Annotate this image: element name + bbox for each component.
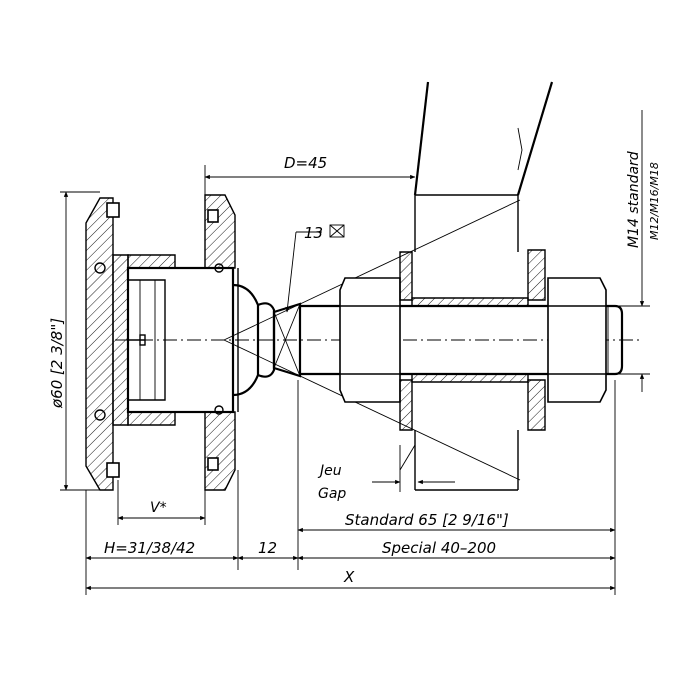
v-dimension (117, 480, 206, 525)
standard-label: Standard 65 [2 9/16"] (345, 511, 509, 529)
h-label: H=31/38/42 (104, 539, 195, 557)
x-label: X (343, 568, 355, 586)
gap-leader (372, 444, 455, 492)
diameter-label: ø60 [2 3/8"] (48, 318, 66, 409)
wrench-leader (285, 224, 345, 313)
h-dimension (85, 470, 239, 595)
d45-label: D=45 (284, 154, 327, 172)
diameter-dimension (60, 191, 100, 491)
twelve-label: 12 (258, 539, 277, 557)
special-label: Special 40–200 (382, 539, 496, 557)
m14-label: M14 standard (626, 151, 642, 248)
wrench-label: 13 (304, 224, 323, 242)
m12-label: M12/M16/M18 (648, 162, 661, 240)
v-label: V* (150, 500, 167, 516)
d45-dimension (204, 165, 416, 195)
thread-dimension (615, 110, 650, 392)
gap-label: Gap (318, 486, 346, 502)
left-nut (339, 277, 401, 403)
receptacle-body (126, 266, 260, 414)
panel (399, 81, 554, 491)
left-flange (85, 197, 176, 491)
receptacle-flange (204, 194, 239, 491)
jeu-label: Jeu (317, 463, 342, 479)
stud-neck (223, 199, 521, 481)
right-nut (547, 277, 607, 403)
